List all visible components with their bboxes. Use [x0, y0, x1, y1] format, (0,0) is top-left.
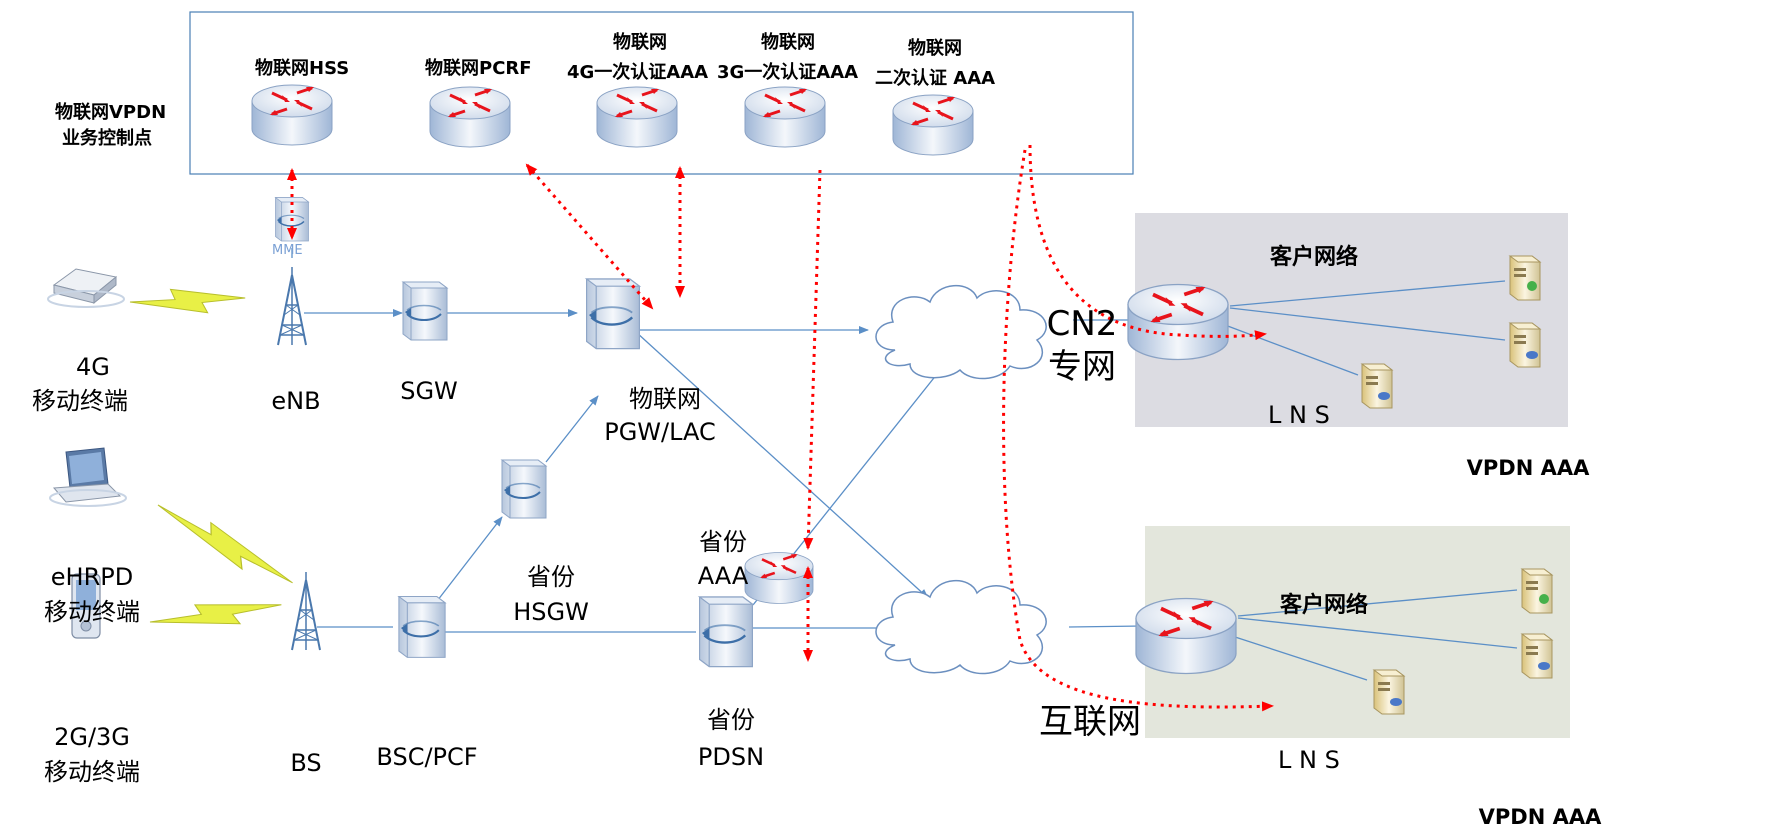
enb-label: eNB [271, 387, 320, 415]
lns-top-label: L N S [1268, 401, 1330, 429]
aaa-4g-router-icon [595, 85, 679, 149]
hss-router-icon [250, 83, 334, 147]
vpdn-aaa-top-label: VPDN AAA [1467, 456, 1590, 480]
bsc-pcf-icon [397, 595, 447, 659]
cn2-cloud-icon [875, 284, 1047, 380]
bs-tower-icon [291, 571, 321, 651]
vpdn-aaa-bottom-label: VPDN AAA [1479, 805, 1602, 829]
sgw-icon [402, 281, 448, 341]
terminal-2g3g-label-line1: 2G/3G [54, 723, 130, 751]
hsgw-label-line2: HSGW [513, 598, 589, 626]
wireless-link-ehrpd [153, 492, 297, 597]
handset-icon [71, 573, 101, 639]
vpdn-aaa-bottom-server-icon [1373, 669, 1405, 715]
pgw-label-line1: 物联网 [629, 385, 701, 413]
aaa-3g-router-icon [743, 85, 827, 149]
control-point-box [189, 11, 1134, 175]
control-box-label-line1: 物联网VPDN [55, 101, 166, 123]
lns-bottom-router-icon [1134, 596, 1238, 676]
pgw-icon [585, 277, 641, 350]
hss-label: 物联网HSS [255, 57, 349, 79]
aaa-secondary-label-line2: 二次认证 AAA [875, 67, 995, 89]
hsgw-label-line1: 省份 [527, 563, 575, 591]
aaa-4g-label-line1: 物联网 [613, 31, 667, 53]
prov-aaa-label-line2: AAA [698, 562, 749, 590]
pgw-label-line2: PGW/LAC [604, 418, 716, 446]
terminal-2g3g-label-line2: 移动终端 [44, 758, 140, 786]
pcrf-router-icon [428, 85, 512, 149]
province-aaa-router-icon [743, 551, 815, 605]
aaa-secondary-label-line1: 物联网 [908, 37, 962, 59]
vpdn-aaa-top-server-icon [1361, 363, 1393, 409]
aaa-3g-label-line2: 3G一次认证AAA [717, 61, 858, 83]
aaa-secondary-router-icon [891, 93, 975, 157]
terminal-4g-label-line2: 移动终端 [32, 387, 128, 415]
wireless-link-2g3g [148, 598, 284, 631]
pdsn-icon [698, 595, 754, 668]
cn2-label-line1: CN2 [1047, 304, 1118, 344]
prov-aaa-label-line1: 省份 [699, 528, 747, 556]
server-bottom-2-icon [1521, 633, 1553, 679]
terminal-ehrpd-label-line1: eHRPD [51, 563, 133, 591]
bs-label: BS [290, 749, 321, 777]
lns-bottom-label: L N S [1278, 746, 1340, 774]
server-top-1-icon [1509, 255, 1541, 301]
customer-network-bottom-title: 客户网络 [1280, 592, 1368, 618]
pdsn-label-line1: 省份 [707, 706, 755, 734]
terminal-4g-label-line1: 4G [76, 353, 110, 381]
internet-label: 互联网 [1039, 702, 1141, 742]
auth-paths [287, 144, 1274, 712]
laptop-icon [49, 447, 127, 507]
mme-label: MME [272, 243, 303, 258]
aaa-4g-label-line2: 4G一次认证AAA [567, 61, 708, 83]
customer-network-top-title: 客户网络 [1270, 244, 1358, 270]
cn2-label-line2: 专网 [1048, 347, 1116, 387]
wireless-link-4g [129, 287, 246, 315]
lte-modem-icon [47, 268, 125, 308]
pdsn-label-line2: PDSN [698, 743, 764, 771]
terminal-ehrpd-label-line2: 移动终端 [44, 598, 140, 626]
bsc-pcf-label: BSC/PCF [376, 743, 477, 771]
aaa-3g-label-line1: 物联网 [761, 31, 815, 53]
hsgw-icon [501, 459, 547, 519]
lns-top-router-icon [1126, 282, 1230, 362]
pcrf-label: 物联网PCRF [425, 57, 532, 79]
server-top-2-icon [1509, 322, 1541, 368]
sgw-label: SGW [400, 377, 458, 405]
internet-cloud-icon [875, 579, 1047, 675]
server-bottom-1-icon [1521, 568, 1553, 614]
enb-tower-icon [277, 266, 307, 346]
control-box-label-line2: 业务控制点 [62, 127, 152, 149]
